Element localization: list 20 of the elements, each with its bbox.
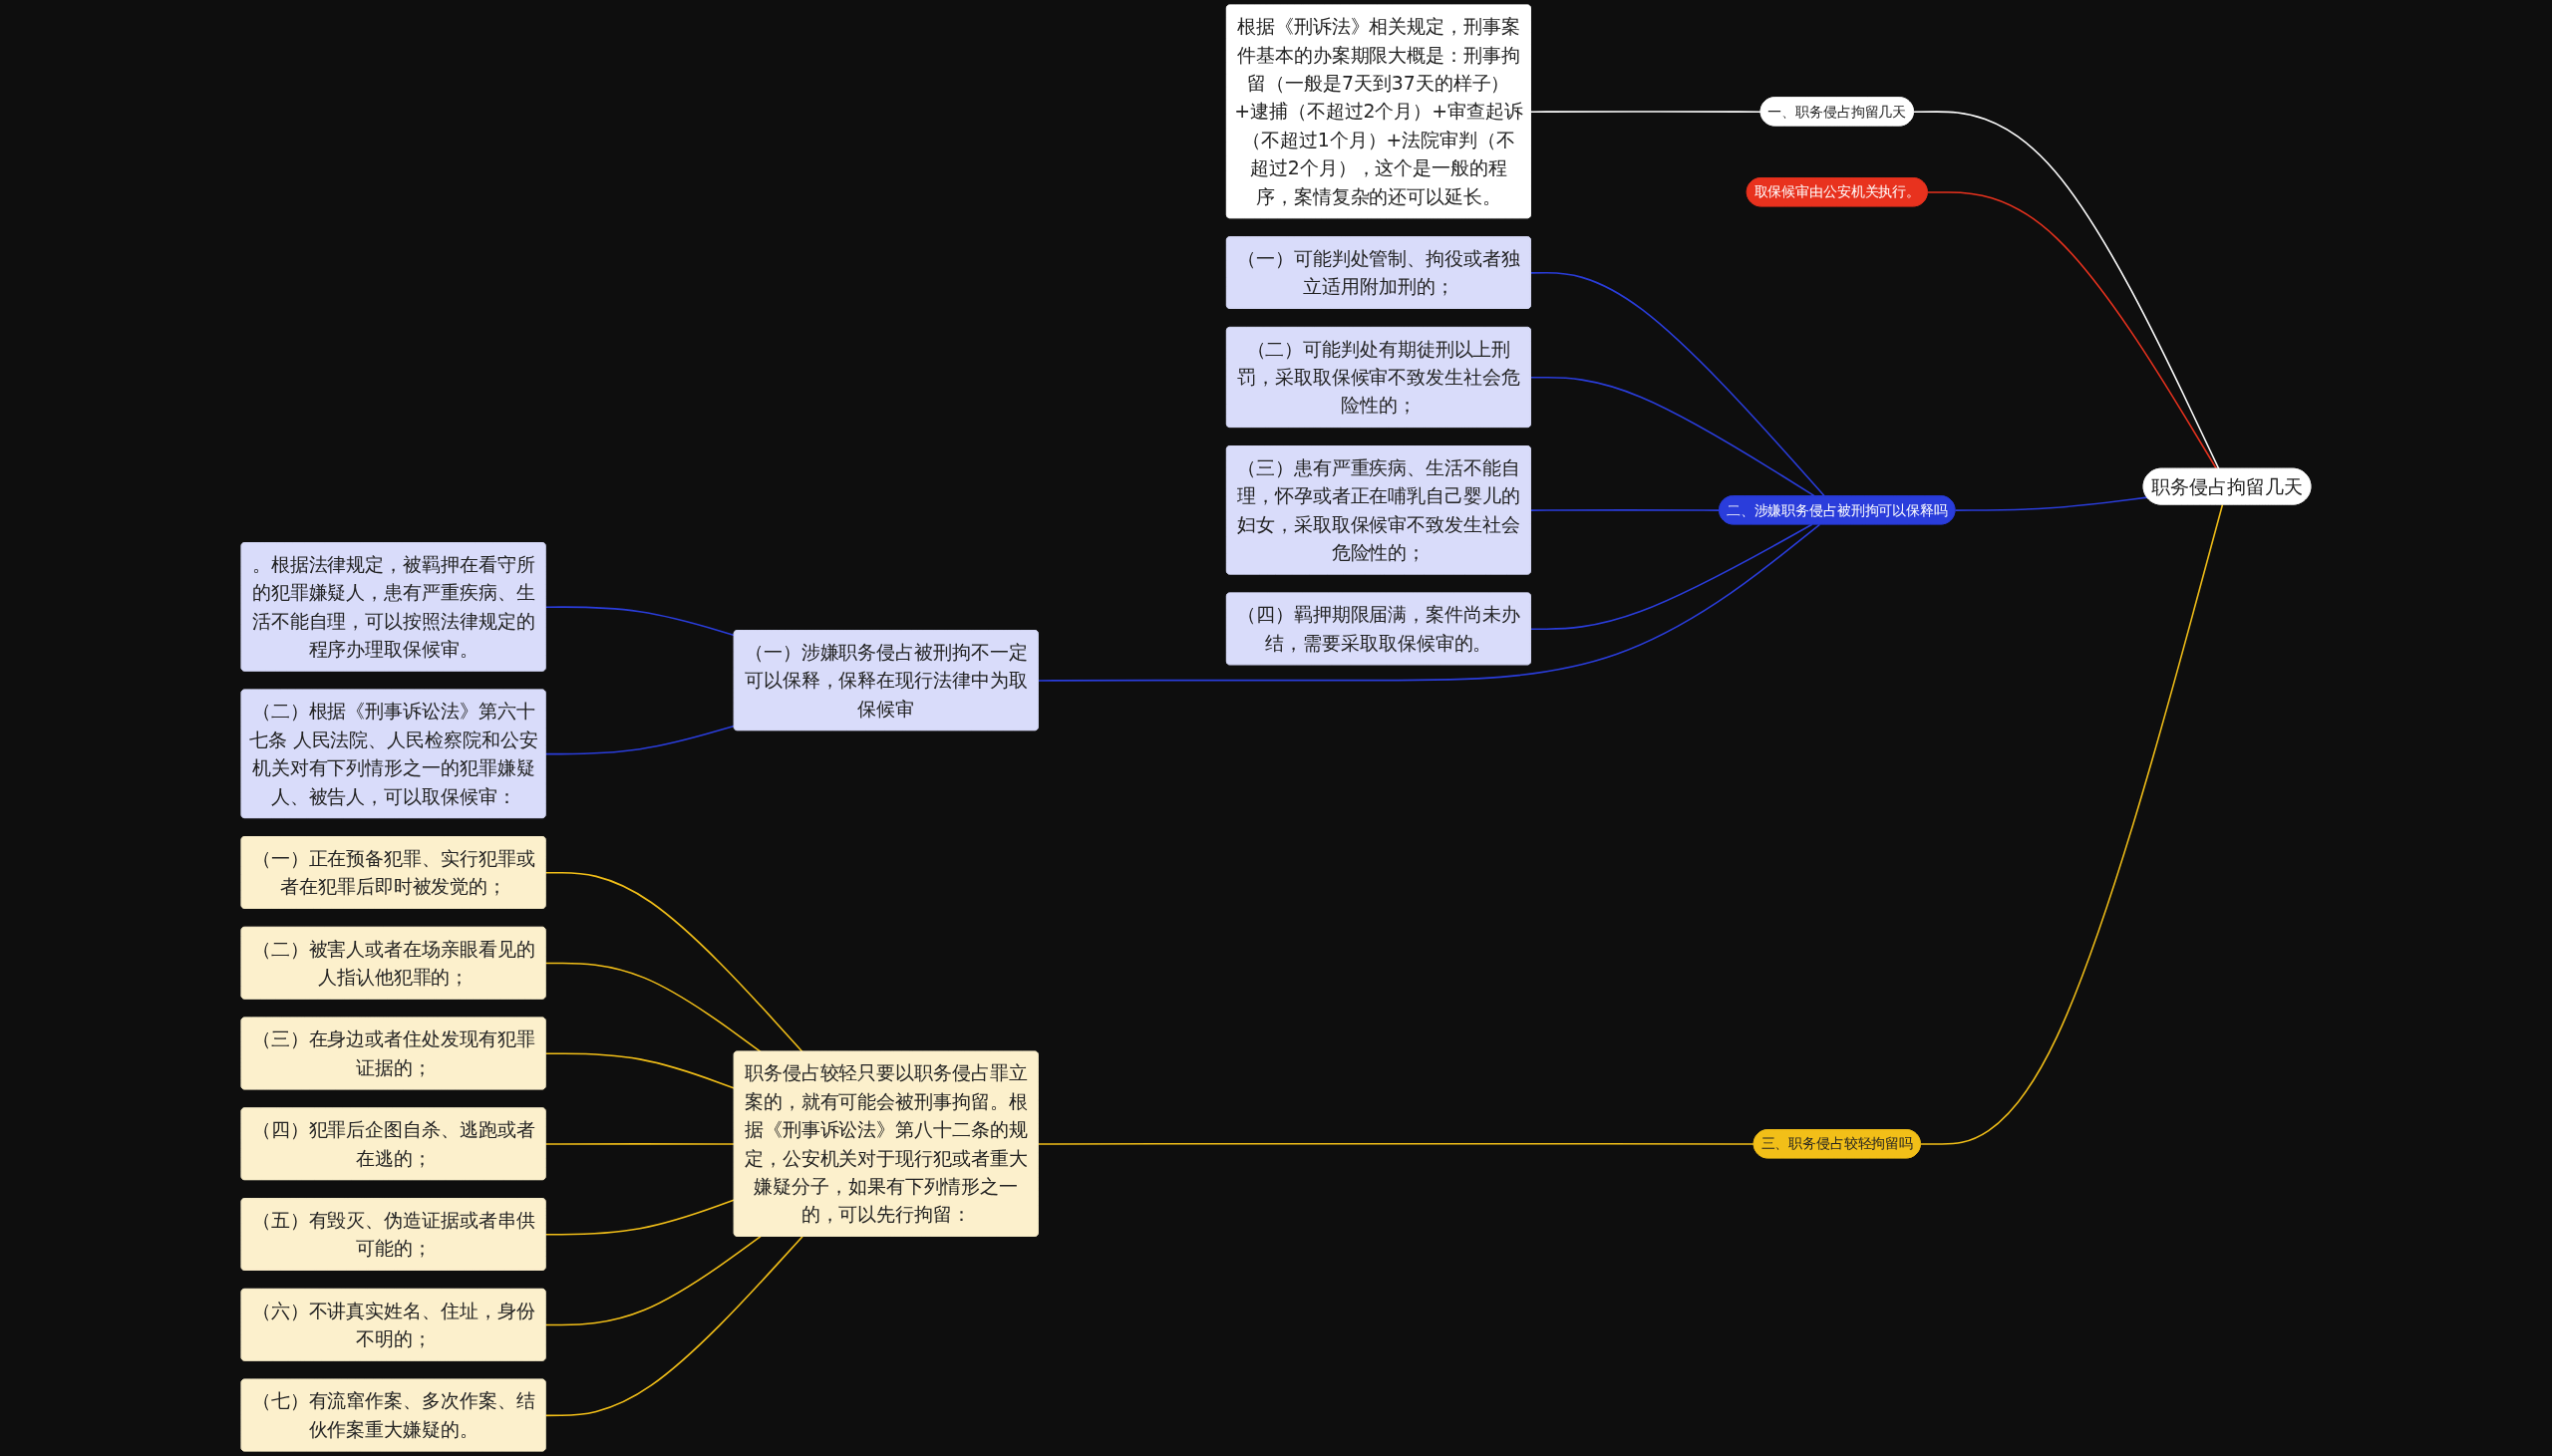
connector — [1037, 523, 1821, 682]
connector — [1926, 191, 2218, 470]
connector — [1919, 503, 2224, 1145]
connector — [1954, 496, 2148, 511]
connector — [544, 725, 736, 755]
connector — [544, 871, 803, 1053]
connector — [544, 1199, 736, 1236]
connector — [1529, 523, 1813, 630]
connector — [544, 1235, 803, 1417]
connector — [1529, 509, 1721, 511]
connector — [1037, 1142, 1755, 1145]
connector — [544, 606, 736, 637]
connector — [1912, 111, 2220, 470]
connector — [544, 1052, 736, 1089]
connector — [1529, 376, 1816, 497]
connector — [1529, 272, 1826, 497]
connector — [544, 962, 762, 1053]
connector — [544, 1143, 736, 1145]
connector — [1529, 111, 1762, 113]
connector — [544, 1235, 762, 1326]
